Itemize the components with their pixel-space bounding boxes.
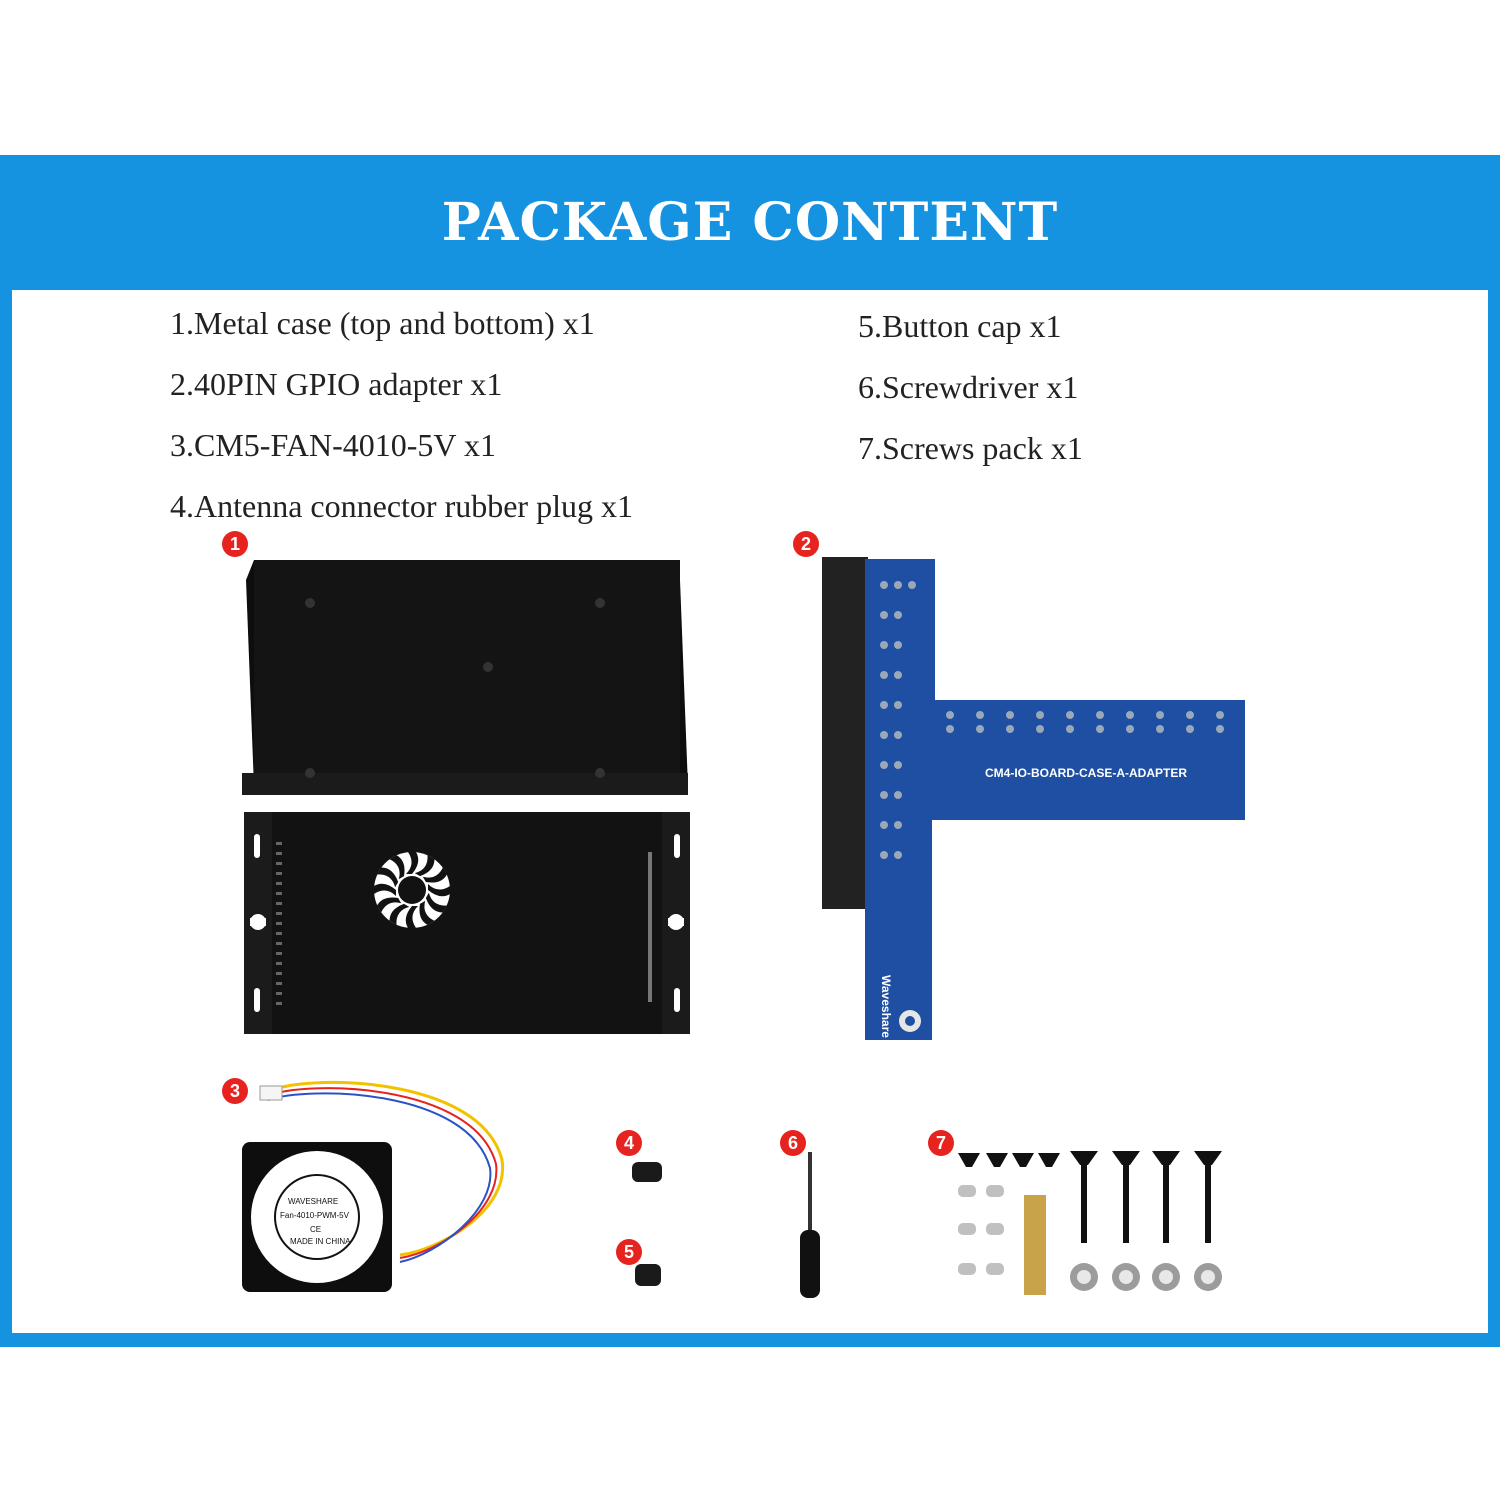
fan-model: Fan-4010-PWM-5V (280, 1211, 350, 1220)
board-label: CM4-IO-BOARD-CASE-A-ADAPTER (985, 766, 1187, 780)
badge-3: 3 (222, 1078, 248, 1104)
list-item-1: 1.Metal case (top and bottom) x1 (170, 305, 595, 341)
page-title: PACKAGE CONTENT (441, 192, 1059, 253)
gpio-adapter-image: CM4-IO-BOARD-CASE-A-ADAPTER Waveshare (822, 557, 1245, 1040)
screwdriver-image (800, 1152, 820, 1298)
metal-case-top-image (242, 560, 688, 795)
badge-7: 7 (928, 1130, 954, 1156)
button-cap-image (635, 1264, 661, 1286)
fan-brand: WAVESHARE (288, 1197, 338, 1206)
badge-6: 6 (780, 1130, 806, 1156)
list-item-6: 6.Screwdriver x1 (858, 369, 1079, 405)
badge-2: 2 (793, 531, 819, 557)
fan-mark: CE (310, 1225, 321, 1234)
list-item-2: 2.40PIN GPIO adapter x1 (170, 366, 503, 402)
fan-image: WAVESHARE Fan-4010-PWM-5V CE MADE IN CHI… (242, 1081, 505, 1292)
list-item-4: 4.Antenna connector rubber plug x1 (170, 488, 633, 524)
fan-origin: MADE IN CHINA (290, 1237, 351, 1246)
list-item-7: 7.Screws pack x1 (858, 430, 1083, 466)
list-item-3: 3.CM5-FAN-4010-5V x1 (170, 427, 496, 463)
list-item-5: 5.Button cap x1 (858, 308, 1062, 344)
rubber-plug-image (632, 1162, 662, 1182)
board-brand: Waveshare (879, 975, 893, 1038)
metal-case-bottom-image (244, 812, 690, 1034)
badge-5: 5 (616, 1239, 642, 1265)
badge-4: 4 (616, 1130, 642, 1156)
badge-1: 1 (222, 531, 248, 557)
screws-pack-image (958, 1151, 1222, 1295)
